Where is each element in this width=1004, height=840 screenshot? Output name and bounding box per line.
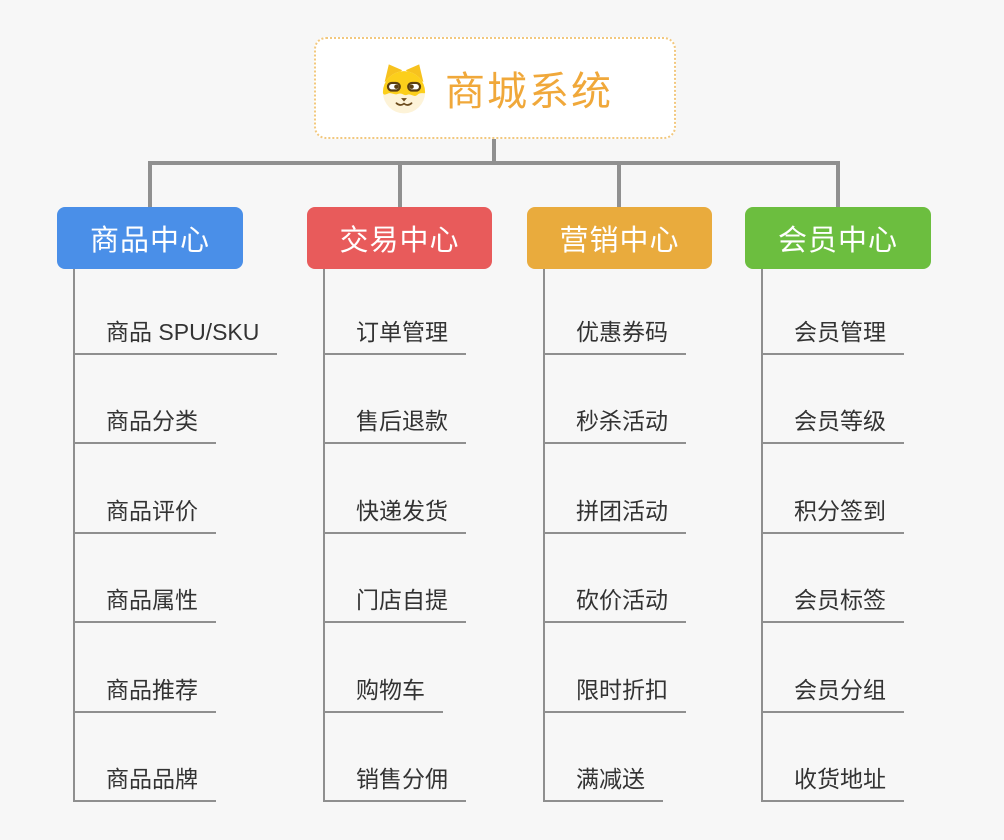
leaf-node[interactable]: 限时折扣 — [543, 623, 686, 713]
connector-root-drop — [492, 139, 496, 164]
leaf-node[interactable]: 门店自提 — [323, 534, 466, 623]
leaf-label: 商品推荐 — [73, 671, 216, 713]
leaf-label: 订单管理 — [323, 313, 466, 355]
dog-face-icon — [377, 61, 431, 115]
leaf-label: 快递发货 — [323, 492, 466, 534]
leaf-node[interactable]: 会员管理 — [761, 265, 904, 355]
leaf-node[interactable]: 会员等级 — [761, 355, 904, 444]
leaf-label: 拼团活动 — [543, 492, 686, 534]
leaf-label: 收货地址 — [761, 760, 904, 802]
leaf-node[interactable]: 商品分类 — [73, 355, 216, 444]
leaf-node[interactable]: 会员标签 — [761, 534, 904, 623]
leaf-label: 商品评价 — [73, 492, 216, 534]
branch-children-column-0: 商品 SPU/SKU 商品分类商品评价商品属性商品推荐商品品牌 — [73, 265, 278, 802]
leaf-label: 售后退款 — [323, 402, 466, 444]
branch-node-2[interactable]: 营销中心 — [527, 207, 712, 269]
leaf-label: 积分签到 — [761, 492, 904, 534]
root-node[interactable]: 商城系统 — [314, 37, 676, 139]
leaf-label: 会员分组 — [761, 671, 904, 713]
leaf-node[interactable]: 购物车 — [323, 623, 443, 713]
connector-bus — [148, 161, 840, 165]
root-title: 商城系统 — [445, 70, 613, 114]
leaf-node[interactable]: 快递发货 — [323, 444, 466, 534]
branch-label: 交易中心 — [339, 225, 460, 257]
leaf-label: 优惠券码 — [543, 313, 686, 355]
leaf-label: 满减送 — [543, 760, 663, 802]
leaf-node[interactable]: 商品推荐 — [73, 623, 216, 713]
leaf-node[interactable]: 满减送 — [543, 713, 663, 802]
leaf-node[interactable]: 积分签到 — [761, 444, 904, 534]
branch-label: 会员中心 — [777, 225, 898, 257]
branch-children-column-3: 会员管理会员等级积分签到会员标签会员分组收货地址 — [761, 265, 904, 802]
leaf-node[interactable]: 拼团活动 — [543, 444, 686, 534]
branch-node-0[interactable]: 商品中心 — [57, 207, 243, 269]
branch-label: 商品中心 — [89, 225, 210, 257]
branch-label: 营销中心 — [559, 225, 680, 257]
leaf-node[interactable]: 收货地址 — [761, 713, 904, 802]
connector-drop-3 — [617, 163, 621, 207]
leaf-node[interactable]: 商品评价 — [73, 444, 216, 534]
leaf-label: 商品品牌 — [73, 760, 216, 802]
connector-drop-1 — [148, 163, 152, 207]
leaf-node[interactable]: 售后退款 — [323, 355, 466, 444]
leaf-node[interactable]: 订单管理 — [323, 265, 466, 355]
leaf-node[interactable]: 商品属性 — [73, 534, 216, 623]
leaf-label: 限时折扣 — [543, 671, 686, 713]
branch-node-3[interactable]: 会员中心 — [745, 207, 931, 269]
branch-node-1[interactable]: 交易中心 — [307, 207, 492, 269]
leaf-node[interactable]: 商品品牌 — [73, 713, 216, 802]
leaf-node[interactable]: 砍价活动 — [543, 534, 686, 623]
leaf-node[interactable]: 商品 SPU/SKU — [73, 265, 278, 355]
branch-children-column-2: 优惠券码秒杀活动拼团活动砍价活动限时折扣满减送 — [543, 265, 686, 802]
leaf-label: 秒杀活动 — [543, 402, 686, 444]
leaf-node[interactable]: 优惠券码 — [543, 265, 686, 355]
leaf-label: 会员标签 — [761, 581, 904, 623]
leaf-label: 门店自提 — [323, 581, 466, 623]
connector-drop-2 — [398, 163, 402, 207]
leaf-label: 会员等级 — [761, 402, 904, 444]
leaf-node[interactable]: 销售分佣 — [323, 713, 466, 802]
leaf-label: 商品分类 — [73, 402, 216, 444]
branch-children-column-1: 订单管理售后退款快递发货门店自提购物车销售分佣 — [323, 265, 466, 802]
leaf-node[interactable]: 会员分组 — [761, 623, 904, 713]
connector-drop-4 — [836, 163, 840, 207]
leaf-label: 购物车 — [323, 671, 443, 713]
leaf-label: 砍价活动 — [543, 581, 686, 623]
leaf-label: 销售分佣 — [323, 760, 466, 802]
leaf-label: 会员管理 — [761, 313, 904, 355]
leaf-node[interactable]: 秒杀活动 — [543, 355, 686, 444]
leaf-label: 商品属性 — [73, 581, 216, 623]
leaf-label: 商品 SPU/SKU — [73, 313, 278, 355]
